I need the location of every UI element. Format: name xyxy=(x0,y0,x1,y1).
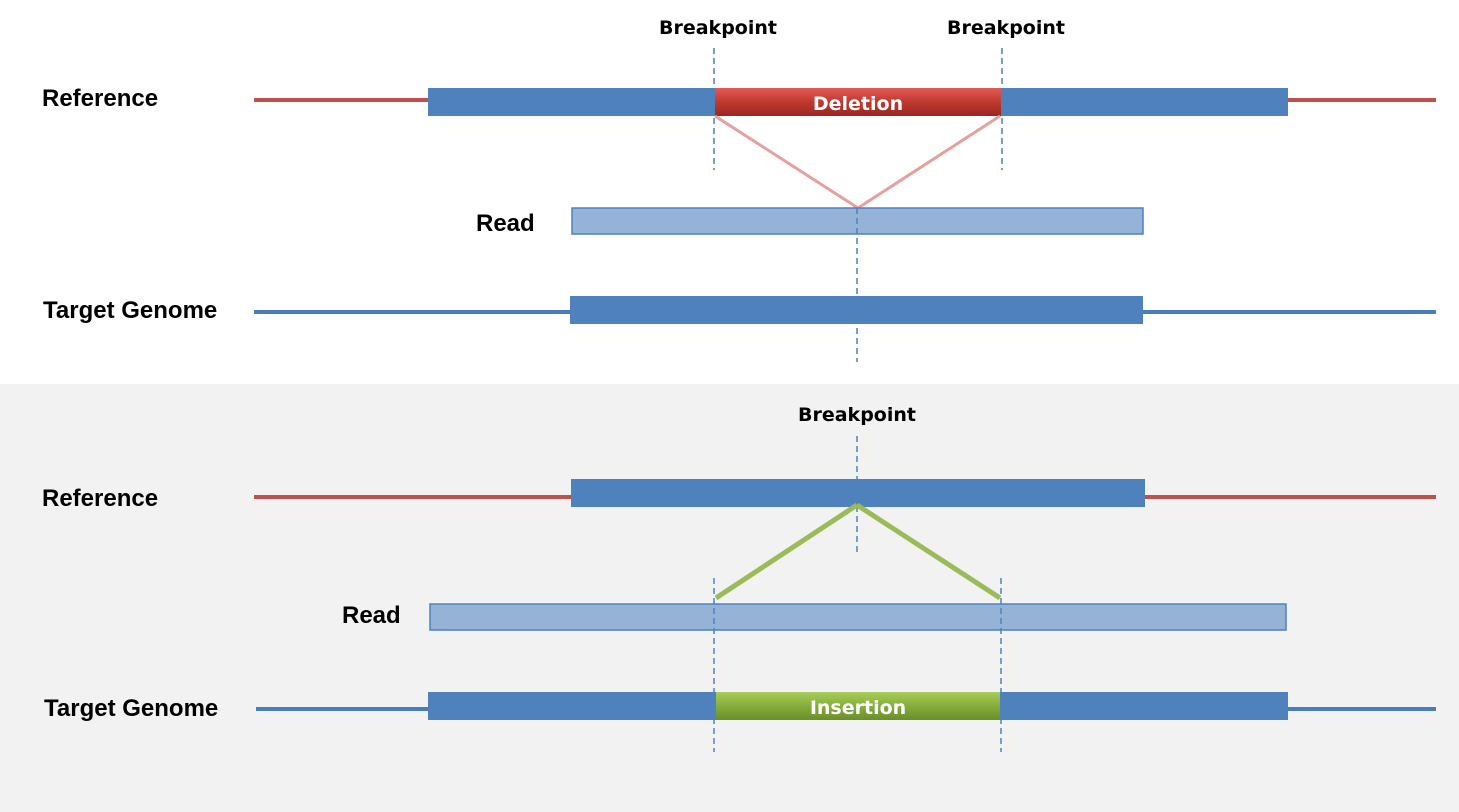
insertion-connector-right xyxy=(855,502,1002,601)
target-genome-label: Target Genome xyxy=(44,695,218,722)
insertion-panel: Breakpoint Reference Read Target Genome … xyxy=(0,384,1459,812)
breakpoint-label-center: Breakpoint xyxy=(798,404,916,426)
deletion-connector-right xyxy=(857,114,1001,210)
target-block-right xyxy=(1000,692,1288,720)
reference-block-right xyxy=(1001,88,1288,116)
deletion-label: Deletion xyxy=(813,93,903,115)
reference-block-left xyxy=(428,88,715,116)
target-block-left xyxy=(428,692,716,720)
insertion-label: Insertion xyxy=(810,697,906,719)
read-block xyxy=(429,603,1287,631)
insertion-panel-background xyxy=(0,384,1459,812)
reference-label: Reference xyxy=(42,485,158,512)
deletion-connector-left xyxy=(714,114,859,210)
read-label: Read xyxy=(342,602,401,629)
deletion-panel-background xyxy=(0,0,1459,384)
breakpoint-label-left: Breakpoint xyxy=(659,17,777,39)
insertion-connector-left xyxy=(714,502,859,601)
breakpoint-label-right: Breakpoint xyxy=(947,17,1065,39)
reference-label: Reference xyxy=(42,85,158,112)
target-genome-label: Target Genome xyxy=(43,297,217,324)
insertion-segment xyxy=(716,692,1000,720)
deletion-panel: Breakpoint Breakpoint Reference Deletion… xyxy=(0,0,1459,384)
reference-block xyxy=(571,479,1145,507)
read-label: Read xyxy=(476,210,535,237)
deletion-segment xyxy=(715,88,1001,116)
